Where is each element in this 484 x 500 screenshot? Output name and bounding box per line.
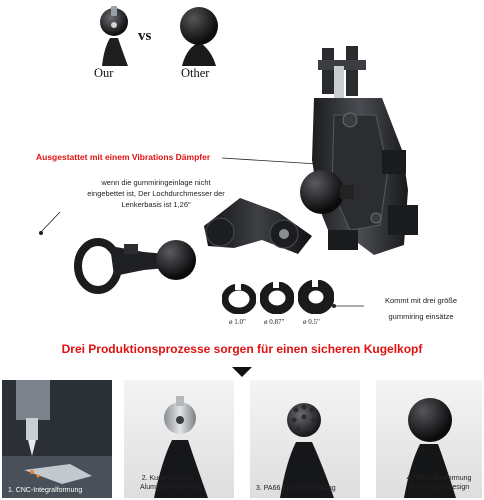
our-ball-photo — [88, 4, 134, 66]
rubber-note-line-2: eingebettet ist, Der Lochdurchmesser der — [87, 188, 225, 198]
other-label: Other — [181, 66, 210, 80]
ours-label: Our — [94, 66, 114, 80]
knuckle-arm-photo — [200, 188, 318, 260]
step-2-caption-line-2: Aluminiumlegierung — [140, 484, 202, 492]
handlebar-clamp-photo — [74, 224, 200, 294]
rings-note-line-2: gummiring einsätze — [388, 311, 454, 321]
rubber-note-pointer — [38, 211, 62, 238]
step-2-caption: 2. Kugelkern aus Aluminiumlegierung — [140, 474, 202, 492]
damper-title: Ausgestattet mit einem Vibrations Dämpfe… — [36, 152, 211, 162]
phone-holder-photo — [284, 40, 434, 265]
step-2-caption-line-1: 2. Kugelkern aus — [141, 475, 195, 482]
ring-size-label-3: ø 0.5" — [303, 318, 320, 326]
step-3-caption: 3. PA66 für Milde Molding — [256, 485, 336, 492]
step-4-panel: 4. TPU-Überformung Anti-Rutsch-Design — [376, 380, 482, 498]
rings-note-line-1: Kommt mit drei größe — [384, 296, 458, 305]
vs-label: vs — [138, 28, 152, 44]
step-1-panel: 1. CNC-Integralformung — [2, 380, 112, 498]
rubber-ring-2 — [259, 281, 295, 315]
ring-size-label-2: ø 0.87" — [264, 318, 285, 326]
rubber-note-line-1: wenn die gummiringeinlage nicht — [101, 178, 211, 187]
other-ball-photo — [172, 4, 224, 66]
down-arrow-icon — [232, 364, 252, 377]
rubber-note-line-3: Lenkerbasis ist 1,26" — [121, 199, 191, 209]
rubber-ring-3 — [297, 279, 335, 315]
rubber-note: wenn die gummiringeinlage nicht eingebet… — [66, 178, 246, 211]
step-4-caption-line-1: 4. TPU-Überformung — [406, 475, 472, 482]
rings-pointer — [330, 297, 364, 308]
step-4-caption-line-2: Anti-Rutsch-Design — [408, 484, 470, 492]
damper-pointer — [221, 154, 322, 168]
step-3-panel: 3. PA66 für Milde Molding — [250, 380, 360, 498]
step-1-caption: 1. CNC-Integralformung — [8, 487, 83, 494]
step-2-panel: 2. Kugelkern aus Aluminiumlegierung — [124, 380, 234, 498]
rings-note: Kommt mit drei größe gummiring einsätze — [362, 296, 480, 323]
ring-size-label-1: ø 1.0" — [229, 318, 246, 326]
rubber-ring-1 — [221, 283, 257, 315]
section-title: Drei Produktionsprozesse sorgen für eine… — [61, 342, 423, 356]
step-4-caption: 4. TPU-Überformung Anti-Rutsch-Design — [398, 474, 480, 492]
